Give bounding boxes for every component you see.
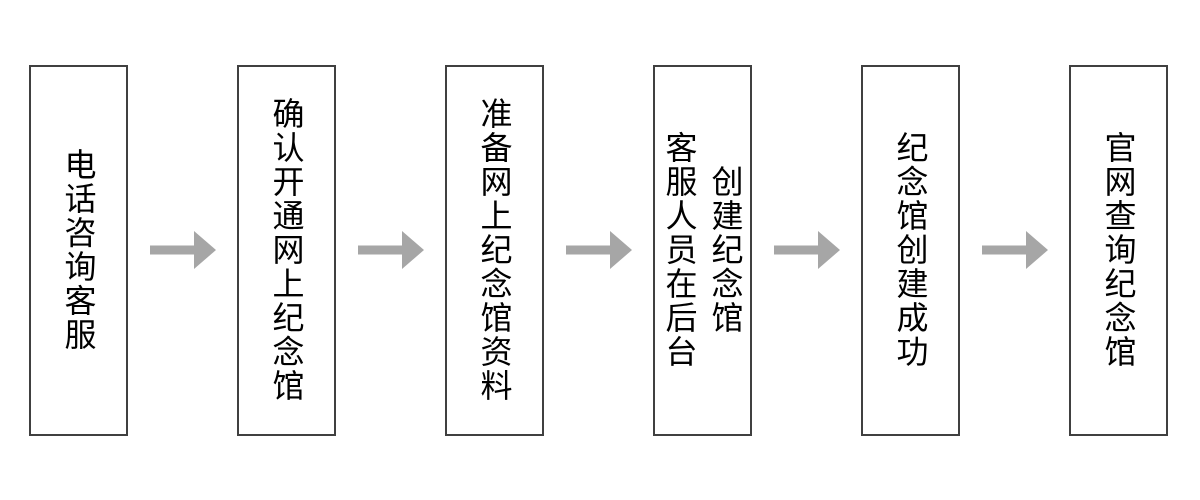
arrow-right-icon — [565, 231, 632, 269]
flow-step-label: 官网查询纪念馆 — [1100, 131, 1137, 369]
flow-arrow-1 — [149, 230, 216, 270]
flow-step-prepare-materials: 准备网上纪念馆资料 — [445, 64, 544, 436]
flow-arrow-5 — [981, 230, 1048, 270]
flow-step-label: 确认开通网上纪念馆 — [268, 97, 305, 403]
flow-step-label: 电话咨询客服 — [60, 148, 97, 352]
flow-step-label-col1: 客服人员在后台 — [661, 131, 698, 369]
flow-step-create-success: 纪念馆创建成功 — [861, 64, 960, 436]
flow-step-label-col2: 创建纪念馆 — [707, 165, 744, 335]
arrow-right-icon — [773, 231, 840, 269]
flow-arrow-3 — [565, 230, 632, 270]
flow-step-label: 准备网上纪念馆资料 — [476, 97, 513, 403]
flow-step-staff-create: 客服人员在后台 创建纪念馆 — [653, 64, 752, 436]
flow-step-query-official-site: 官网查询纪念馆 — [1069, 64, 1168, 436]
flow-arrow-2 — [357, 230, 424, 270]
arrow-right-icon — [357, 231, 424, 269]
flow-arrow-4 — [773, 230, 840, 270]
arrow-right-icon — [981, 231, 1048, 269]
flow-step-confirm-open: 确认开通网上纪念馆 — [237, 64, 336, 436]
arrow-right-icon — [149, 231, 216, 269]
flow-step-phone-consult: 电话咨询客服 — [29, 64, 128, 436]
flow-step-label: 纪念馆创建成功 — [892, 131, 929, 369]
